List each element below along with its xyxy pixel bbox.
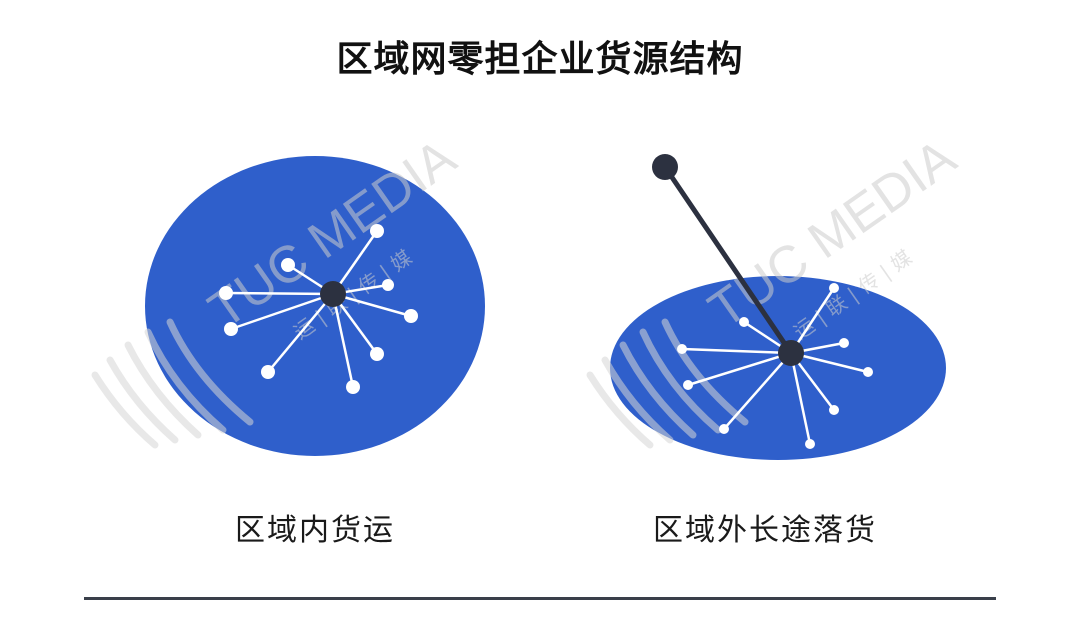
node — [839, 338, 849, 348]
node — [863, 367, 873, 377]
node — [404, 309, 418, 323]
diagram-title: 区域网零担企业货源结构 — [336, 39, 744, 80]
spoke — [267, 293, 334, 373]
spoke — [789, 352, 812, 445]
node — [346, 380, 360, 394]
node — [224, 322, 238, 336]
spoke — [230, 292, 334, 331]
node — [805, 439, 815, 449]
node — [719, 424, 729, 434]
nodes-left — [219, 224, 418, 394]
spoke — [225, 291, 334, 296]
node — [370, 224, 384, 238]
hub-node-right — [778, 340, 804, 366]
long-haul-link — [662, 164, 794, 356]
node — [829, 405, 839, 415]
region-ellipse-left — [145, 156, 485, 456]
label-long-haul-freight: 区域外长途落货 — [653, 513, 877, 548]
bottom-divider — [84, 597, 996, 600]
watermark-stripes-right — [586, 318, 749, 449]
spoke — [687, 351, 792, 387]
spoke — [790, 351, 869, 374]
node — [382, 279, 394, 291]
watermark-stripes-left — [91, 318, 254, 449]
panel-long-haul: TUC MEDIA 运 | 联 | 传 | 媒 — [586, 128, 966, 460]
hub-node-left — [320, 281, 346, 307]
nodes-right — [677, 283, 873, 449]
spoke — [723, 352, 792, 430]
node — [829, 283, 839, 293]
node — [281, 258, 295, 272]
panel-regional: TUC MEDIA 运 | 联 | 传 | 媒 — [91, 128, 485, 456]
label-regional-freight: 区域内货运 — [235, 513, 395, 548]
node — [261, 365, 275, 379]
node — [219, 286, 233, 300]
node — [370, 347, 384, 361]
node — [739, 317, 749, 327]
spoke — [681, 347, 792, 355]
spoke — [332, 292, 412, 318]
external-origin-node — [652, 154, 678, 180]
spoke — [331, 293, 355, 388]
node — [683, 380, 693, 390]
node — [677, 344, 687, 354]
